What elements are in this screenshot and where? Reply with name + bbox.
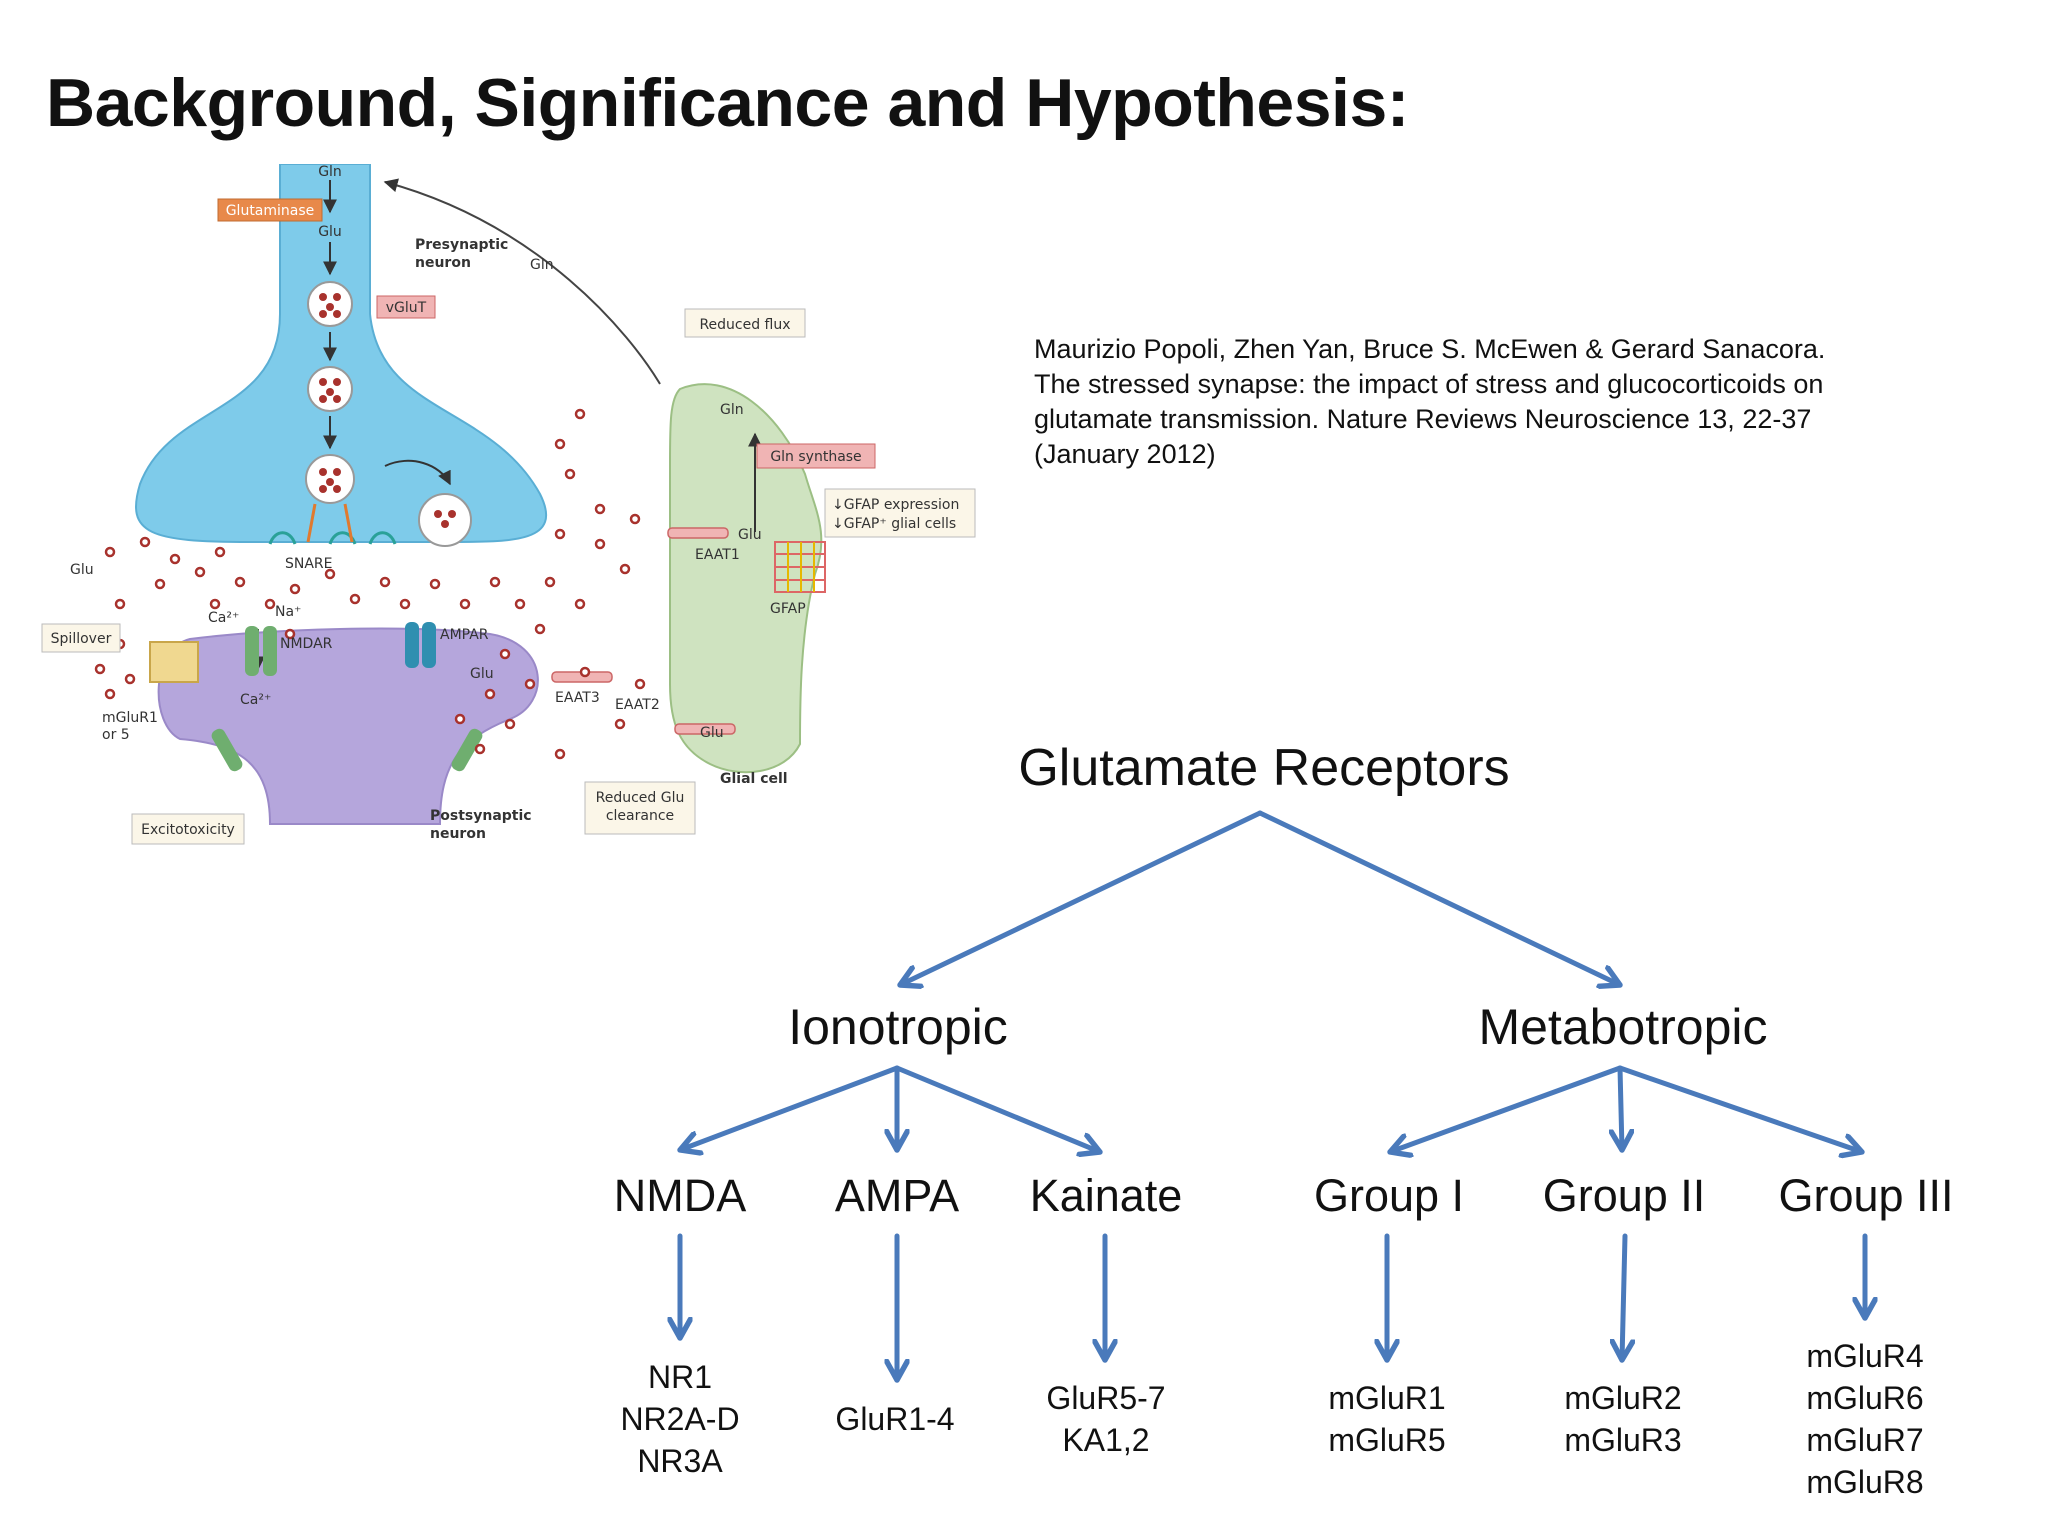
label-glu-eaat2: Glu <box>700 725 724 741</box>
label-glu-eaat3: Glu <box>470 666 494 682</box>
tree-root: Glutamate Receptors <box>1018 739 1510 797</box>
citation: Maurizio Popoli, Zhen Yan, Bruce S. McEw… <box>1034 332 1934 472</box>
label-presynaptic-neuron: neuron <box>415 255 471 271</box>
subunit-label: GluR5-7 <box>1046 1380 1166 1416</box>
subunits-nmda: NR1 NR2A-D NR3A <box>620 1356 739 1482</box>
label-glutaminase: Glutaminase <box>226 203 315 219</box>
subunits-group-i: mGluR1 mGluR5 <box>1328 1377 1445 1461</box>
subunit-label: NR3A <box>637 1443 723 1479</box>
arrow-root-ionotropic <box>900 810 1263 985</box>
label-glial-cell: Glial cell <box>720 771 788 787</box>
label-mglur: mGluR1 <box>102 710 158 726</box>
label-gfap-expression: ↓GFAP expression <box>832 497 959 513</box>
arrow-metabotropic-group1 <box>1390 1065 1623 1152</box>
label-postsynaptic-neuron: neuron <box>430 826 486 842</box>
label-eaat2: EAAT2 <box>615 697 660 713</box>
subunit-label: mGluR8 <box>1806 1464 1924 1500</box>
label-spillover: Spillover <box>51 631 112 647</box>
subunit-label: mGluR7 <box>1806 1422 1924 1458</box>
label-nmdar: NMDAR <box>280 636 333 652</box>
subunit-label: mGluR6 <box>1806 1380 1924 1416</box>
subunit-label: KA1,2 <box>1062 1422 1150 1458</box>
slide-title: Background, Significance and Hypothesis: <box>46 65 1409 141</box>
label-gfap-cells: ↓GFAP⁺ glial cells <box>832 516 956 532</box>
subunits-kainate: GluR5-7 KA1,2 <box>1046 1377 1165 1461</box>
label-gfap: GFAP <box>770 601 806 617</box>
arrow-group2-subunits <box>1622 1233 1625 1360</box>
citation-line: (January 2012) <box>1034 439 1216 469</box>
tree-node-kainate: Kainate <box>1029 1170 1183 1221</box>
arrow-root-metabotropic <box>1257 810 1620 985</box>
label-reduced-glu-clearance: clearance <box>606 808 674 824</box>
label-snare: SNARE <box>285 556 333 572</box>
citation-line: Maurizio Popoli, Zhen Yan, Bruce S. McEw… <box>1034 334 1826 364</box>
label-glu-left: Glu <box>70 562 94 578</box>
citation-line: glutamate transmission. Nature Reviews N… <box>1034 404 1812 434</box>
tree-node-group-ii: Group II <box>1542 1170 1706 1221</box>
arrow-metabotropic-group3 <box>1617 1065 1862 1152</box>
arrow-metabotropic-group2 <box>1620 1065 1622 1150</box>
receptor-group <box>149 622 483 772</box>
subunit-label: GluR1-4 <box>835 1401 955 1437</box>
label-postsynaptic: Postsynaptic <box>430 808 532 824</box>
label-ca2: Ca²⁺ <box>240 692 271 708</box>
label-na: Na⁺ <box>275 604 301 620</box>
arrow-ionotropic-nmda <box>680 1065 900 1150</box>
gfap-mesh <box>774 541 826 593</box>
subunits-group-iii: mGluR4 mGluR6 mGluR7 mGluR8 <box>1806 1335 1923 1503</box>
subunit-label: mGluR4 <box>1806 1338 1924 1374</box>
arrow-ionotropic-kainate <box>894 1065 1100 1152</box>
subunit-label: mGluR2 <box>1564 1380 1682 1416</box>
label-eaat1: EAAT1 <box>695 547 740 563</box>
label-mglur-or5: or 5 <box>102 727 130 743</box>
subunits-ampa: GluR1-4 <box>835 1398 954 1440</box>
label-glu-eaat1: Glu <box>738 527 762 543</box>
label-eaat3: EAAT3 <box>555 690 600 706</box>
label-vglut: vGluT <box>386 300 427 316</box>
tree-node-metabotropic: Metabotropic <box>1478 999 1768 1055</box>
citation-line: The stressed synapse: the impact of stre… <box>1034 369 1824 399</box>
label-glu-top: Glu <box>318 224 342 240</box>
glutamate-dots <box>94 408 646 760</box>
tree-node-ampa: AMPA <box>834 1170 960 1221</box>
subunit-label: NR1 <box>647 1359 712 1395</box>
label-ca: Ca²⁺ <box>208 610 239 626</box>
subunit-label: mGluR5 <box>1328 1422 1446 1458</box>
vesicle-group <box>305 281 472 547</box>
label-reduced-glu: Reduced Glu <box>596 790 685 806</box>
label-gln-top: Gln <box>318 164 342 180</box>
subunit-label: mGluR3 <box>1564 1422 1682 1458</box>
label-gln-glial: Gln <box>720 402 744 418</box>
subunit-label: mGluR1 <box>1328 1380 1446 1416</box>
label-presynaptic: Presynaptic <box>415 237 508 253</box>
tree-node-ionotropic: Ionotropic <box>788 999 1008 1055</box>
label-gln-synthase: Gln synthase <box>770 449 861 465</box>
subunits-group-ii: mGluR2 mGluR3 <box>1564 1377 1681 1461</box>
tree-node-group-i: Group I <box>1313 1170 1465 1221</box>
synapse-figure: Gln Glutaminase Glu Presynaptic neuron G… <box>41 164 976 845</box>
label-excitotoxicity: Excitotoxicity <box>141 822 235 838</box>
tree-node-group-iii: Group III <box>1778 1170 1954 1221</box>
tree-node-nmda: NMDA <box>613 1170 747 1221</box>
label-gln-arc: Gln <box>530 257 554 273</box>
label-ampar: AMPAR <box>440 627 489 643</box>
subunit-label: NR2A-D <box>620 1401 740 1437</box>
label-reduced-flux: Reduced flux <box>699 317 790 333</box>
